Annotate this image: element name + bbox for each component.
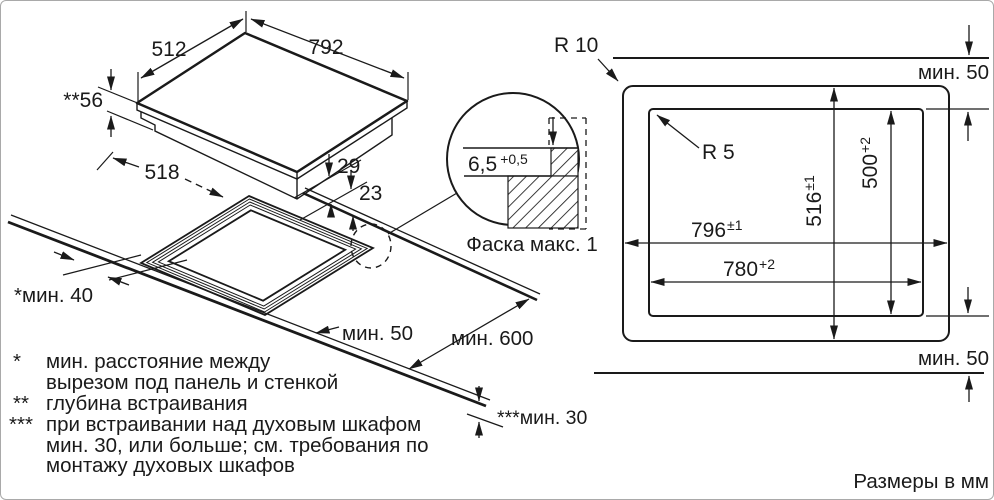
- dim-518-label: 518: [144, 161, 179, 184]
- rim-offset-marks: [926, 108, 989, 317]
- dim-500-label: 500+2: [857, 137, 882, 189]
- min-50-bottom-label: мин. 50: [918, 347, 989, 370]
- dim-792-label: 792: [308, 36, 343, 59]
- cutout-top-view: мин. 50 мин. 50 R 10 R 5 516±1 500+2 796…: [554, 25, 989, 402]
- detail-reference-circle: [350, 223, 392, 269]
- dim-29-23: 29 23: [293, 154, 382, 231]
- dim-29-label: 29: [337, 155, 360, 178]
- hatch-lower-block: [507, 175, 579, 229]
- footnote-line: при встраивании над духовым шкафом: [46, 413, 421, 436]
- r5-label: R 5: [702, 141, 735, 164]
- dim-56: **56: [63, 69, 154, 137]
- footnotes: * мин. расстояние между вырезом под пане…: [9, 350, 429, 477]
- min-40-label: *мин. 40: [14, 284, 93, 307]
- dim-518: 518: [96, 151, 224, 198]
- dim-512-label: 512: [151, 38, 186, 61]
- detail-view: 6,5+0,5 Фаска макс. 1: [446, 92, 598, 256]
- footnote-marker-2: **: [13, 392, 29, 415]
- detail-leader-line: [387, 192, 458, 235]
- min-600-label: мин. 600: [451, 327, 533, 350]
- dim-23-label: 23: [359, 182, 382, 205]
- footnote-line: глубина встраивания: [46, 392, 248, 415]
- min-50-front-label: мин. 50: [342, 322, 413, 345]
- cutout-outer-rect: [622, 85, 950, 342]
- dim-min600: мин. 600: [408, 298, 533, 370]
- dim-780-label: 780+2: [723, 256, 775, 281]
- chamfer-caption: Фаска макс. 1: [466, 233, 598, 256]
- footnote-line: мин. 30, или больше; см. требования по: [46, 434, 429, 457]
- dim-792: 792: [250, 18, 409, 100]
- dim-56-label: **56: [63, 89, 103, 112]
- r10-label: R 10: [554, 34, 598, 57]
- footnote-line: монтажу духовых шкафов: [46, 454, 295, 477]
- worktop-back-edge: [302, 187, 541, 302]
- cutout-inner-rect: [648, 108, 924, 317]
- panel-glass-thickness: [136, 101, 408, 181]
- dim-min40: *мин. 40: [14, 251, 188, 307]
- isometric-view: 512 792 **56 518: [7, 11, 588, 438]
- units-label: Размеры в мм: [853, 470, 989, 493]
- footnote-line: мин. расстояние между: [46, 350, 271, 373]
- dim-512: 512: [137, 11, 247, 101]
- footnote-line: вырезом под панель и стенкой: [46, 371, 338, 394]
- min-50-top-label: мин. 50: [918, 61, 989, 84]
- footnote-marker-1: *: [13, 350, 21, 373]
- recess-depth-label: 6,5+0,5: [468, 151, 528, 176]
- recess-cutout: [139, 194, 375, 317]
- min-30-label: ***мин. 30: [497, 407, 588, 429]
- footnote-marker-3: ***: [9, 413, 33, 436]
- dim-min30: ***мин. 30: [466, 386, 588, 438]
- dim-516-label: 516±1: [801, 175, 826, 227]
- dim-796-label: 796±1: [691, 217, 743, 242]
- flush-panel-dashed-outline: [548, 117, 587, 230]
- dim-min50-front: мин. 50: [315, 322, 413, 345]
- hatch-upper-block: [550, 147, 579, 177]
